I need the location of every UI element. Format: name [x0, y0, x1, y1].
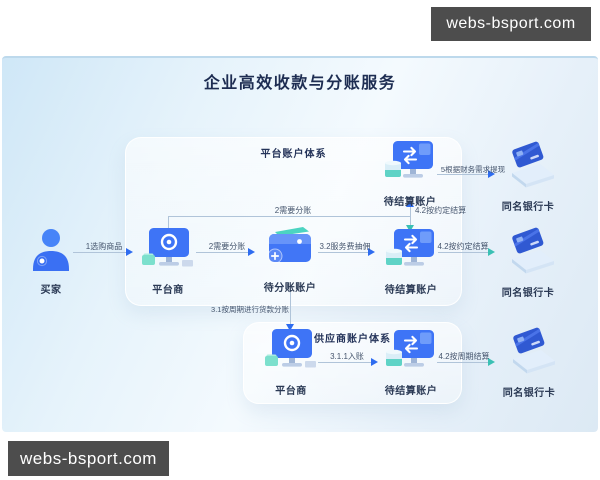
- node-bank-card-mid: 同名银行卡: [478, 226, 578, 299]
- node-label-bank-card-top: 同名银行卡: [501, 202, 555, 213]
- node-label-pending-settlement-top: 待结算账户: [383, 197, 437, 208]
- arrow-line-need-split: [196, 252, 248, 253]
- wallet-icon: [263, 225, 317, 276]
- node-pending-settlement-mid: 待结算账户: [361, 227, 461, 296]
- edge-label-select-goods: 1选购商品: [85, 242, 123, 251]
- edge-label-withdraw-finance: 5根据财务需求提现: [440, 165, 506, 174]
- arrow-line-settle-agreed-mid: [438, 252, 488, 253]
- edge-label-settle-agreed-mid: 4.2按约定结算: [437, 242, 489, 251]
- arrow-line-split-by-cycle: [290, 288, 291, 326]
- watermark-top: webs-bsport.com: [431, 7, 591, 41]
- arrowhead-settle-agreed-down: [406, 225, 414, 232]
- arrowhead-select-goods: [126, 248, 133, 256]
- node-label-pending-split-account: 待分账账户: [263, 283, 317, 294]
- arrow-line-settle-agreed-vertical: [410, 207, 411, 225]
- arrow-line-select-goods: [73, 252, 126, 253]
- node-bank-card-top: 同名银行卡: [478, 140, 578, 213]
- bank-card-icon: [499, 140, 557, 195]
- arrowhead-settle-by-cycle: [488, 358, 495, 366]
- page-title: 企业高效收款与分账服务: [203, 75, 397, 92]
- node-label-bank-card-mid: 同名银行卡: [501, 288, 555, 299]
- node-pending-settlement-bottom: 待结算账户: [361, 328, 461, 397]
- arrowhead-settle-agreed-up: [406, 200, 414, 207]
- edge-label-settle-by-cycle: 4.2按周期结算: [438, 352, 490, 361]
- node-bank-card-bottom: 同名银行卡: [479, 326, 579, 399]
- arrow-line-credit-entry: [318, 362, 371, 363]
- node-label-buyer: 买家: [40, 285, 62, 296]
- node-label-platform-merchant: 平台商: [152, 285, 184, 296]
- node-label-bank-card-bottom: 同名银行卡: [502, 388, 556, 399]
- settlement-monitor-icon: [383, 227, 439, 278]
- edge-label-split-by-cycle: 3.1按周期进行货款分账: [211, 305, 289, 314]
- buyer-person-icon: [29, 227, 73, 278]
- arrow-line-withdraw-finance: [437, 174, 488, 175]
- supplier-group-label: 供应商账户体系: [314, 334, 391, 345]
- bank-card-icon: [499, 226, 557, 281]
- node-label-pending-settlement-bottom: 待结算账户: [384, 386, 438, 397]
- arrow-line-need-split-top-h: [168, 216, 410, 217]
- edge-label-settle-agreed-vertical: 4.2按约定结算: [415, 206, 467, 215]
- arrowhead-withdraw-finance: [488, 170, 495, 178]
- arrow-line-need-split-top-v: [168, 216, 169, 229]
- edge-label-need-split: 2需要分账: [208, 242, 246, 251]
- arrowhead-service-fee: [368, 248, 375, 256]
- node-label-supplier-merchant: 平台商: [275, 386, 307, 397]
- monitor-app-icon: [140, 227, 196, 278]
- arrowhead-need-split: [248, 248, 255, 256]
- arrowhead-credit-entry: [371, 358, 378, 366]
- monitor-app-icon: [263, 328, 319, 379]
- edge-label-service-fee: 3.2服务费抽佣: [319, 242, 371, 251]
- arrowhead-settle-agreed-mid: [488, 248, 495, 256]
- arrowhead-split-by-cycle: [286, 324, 294, 331]
- platform-group-label: 平台账户体系: [260, 149, 327, 160]
- edge-label-credit-entry: 3.1.1入账: [330, 352, 364, 361]
- node-buyer: 买家: [1, 227, 101, 296]
- node-pending-split-account: 待分账账户: [240, 225, 340, 294]
- node-pending-settlement-top: 待结算账户: [360, 139, 460, 208]
- settlement-monitor-icon: [383, 328, 439, 379]
- node-supplier-merchant: 平台商: [241, 328, 341, 397]
- watermark-bottom: webs-bsport.com: [8, 441, 169, 476]
- edge-label-need-split-top: 2需要分账: [274, 206, 312, 215]
- node-platform-merchant: 平台商: [118, 227, 218, 296]
- arrow-line-settle-by-cycle: [437, 362, 488, 363]
- node-label-pending-settlement-mid: 待结算账户: [384, 285, 438, 296]
- arrow-line-service-fee: [318, 252, 368, 253]
- bank-card-icon: [500, 326, 558, 381]
- settlement-monitor-icon: [382, 139, 438, 190]
